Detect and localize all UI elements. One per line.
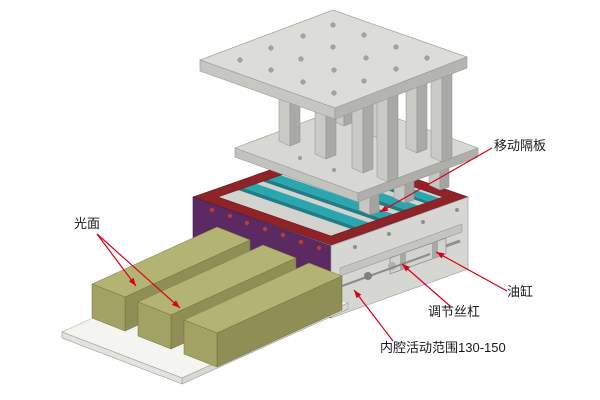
block-end [137, 301, 172, 350]
column-right-face [416, 79, 428, 154]
screw-hole [268, 45, 274, 51]
piston-rod [445, 239, 461, 248]
screw-hole [237, 57, 243, 63]
arrowhead [128, 277, 136, 286]
screw-hole [298, 156, 302, 160]
screw-hole [393, 44, 399, 50]
partition-plate-top [243, 183, 370, 227]
annotation-labels: 光面 移动隔板 油缸 调节丝杠 内腔活动范围130-150 [74, 138, 546, 355]
column-right-face [387, 87, 399, 183]
guide-column [351, 96, 374, 174]
screw-hole [363, 55, 369, 61]
bolt-dot [353, 245, 357, 249]
bolt-dot [455, 208, 459, 212]
smooth-block [183, 262, 343, 368]
screw-hole [424, 55, 430, 61]
arrowhead [380, 205, 389, 212]
bolt-dot [262, 226, 268, 232]
panel-bolts [353, 208, 459, 249]
leader-oil-cylinder [435, 251, 508, 292]
arrowhead [402, 264, 410, 272]
arrowhead [354, 290, 362, 299]
leader-smooth-surface-2 [96, 233, 181, 309]
bolt-dot [280, 232, 286, 238]
guide-column [405, 78, 428, 154]
label-adjusting-screw: 调节丝杠 [428, 304, 480, 319]
leader-adjusting-screw [401, 263, 451, 307]
bolt-dot [316, 245, 322, 251]
label-cavity-range: 内腔活动范围130-150 [380, 340, 506, 355]
screw-hole [361, 78, 367, 84]
bolt-dot [421, 220, 425, 224]
screw-hole [332, 168, 336, 172]
screw-hole [393, 66, 399, 72]
screw-hole [330, 44, 336, 50]
partition-plate-edge [262, 179, 382, 221]
column-right-face [362, 97, 374, 174]
adjusting-screw [341, 253, 431, 287]
partition-plate-edge [238, 188, 357, 229]
cylinder-band [432, 240, 438, 259]
bolt-dot [227, 213, 233, 219]
block-end [91, 283, 126, 332]
smooth-blocks [91, 226, 343, 368]
screw-hole [331, 67, 337, 73]
arrowhead [172, 300, 180, 308]
platen-screw-holes [237, 22, 430, 96]
screw-rod [341, 253, 431, 287]
arrowhead [436, 252, 445, 259]
screw-hole [268, 67, 274, 73]
column-right-face [441, 70, 453, 163]
block-end [183, 319, 218, 368]
guide-rail [339, 223, 463, 277]
bolt-dot [244, 220, 250, 226]
label-oil-cylinder: 油缸 [507, 284, 533, 299]
leader-smooth-surface-1 [96, 233, 137, 287]
leader-cavity-range [353, 289, 394, 342]
mechanism-panel [330, 196, 469, 319]
upper-platen [198, 9, 469, 120]
upper-platen-right [334, 56, 468, 120]
screw-nut [364, 272, 372, 280]
guide-column [430, 69, 453, 163]
frame-bolts-red [209, 207, 322, 251]
bolt-dot [298, 239, 304, 245]
leader-movable-partition [379, 147, 493, 213]
screw-hole [361, 32, 367, 38]
column-left-face [430, 69, 443, 163]
screw-hole [298, 56, 304, 62]
bolt-dot [387, 232, 391, 236]
guide-columns [278, 69, 453, 183]
screw-hole [300, 79, 306, 85]
annotation-leaders [96, 147, 508, 342]
screw-hole [300, 33, 306, 39]
base-plate-side [61, 331, 183, 385]
label-movable-partition: 移动隔板 [494, 138, 546, 153]
label-smooth-surface: 光面 [74, 216, 100, 231]
lower-platen-right [357, 147, 479, 203]
bolt-dot [209, 207, 215, 213]
screw-hole [330, 22, 336, 28]
screw-hole [331, 90, 337, 96]
